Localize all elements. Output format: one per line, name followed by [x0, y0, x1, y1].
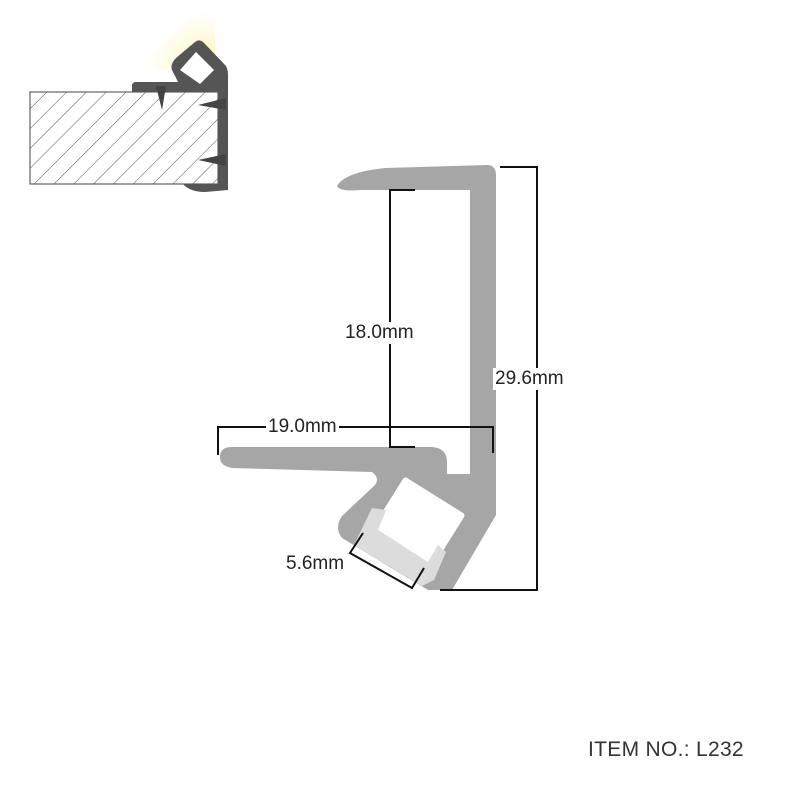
dim-19-0	[217, 426, 494, 455]
dim-label-inner-height: 18.0mm	[343, 322, 416, 344]
item-number: ITEM NO.: L232	[588, 738, 744, 761]
led-strip	[354, 508, 446, 586]
screw-icon	[156, 86, 166, 110]
aluminium-profile	[220, 165, 496, 590]
screw-icon	[198, 98, 226, 110]
screw-icon	[198, 154, 226, 166]
dim-label-height: 29.6mm	[493, 368, 566, 390]
wood-panel	[29, 91, 219, 185]
dim-5-6	[348, 532, 425, 590]
installation-inset	[29, 0, 228, 193]
dim-label-arm-width: 19.0mm	[266, 416, 339, 438]
dim-18-0	[389, 189, 415, 448]
profile-cross-section	[220, 165, 496, 590]
dim-label-strip-width: 5.6mm	[286, 553, 345, 574]
inset-diffuser	[180, 52, 214, 84]
